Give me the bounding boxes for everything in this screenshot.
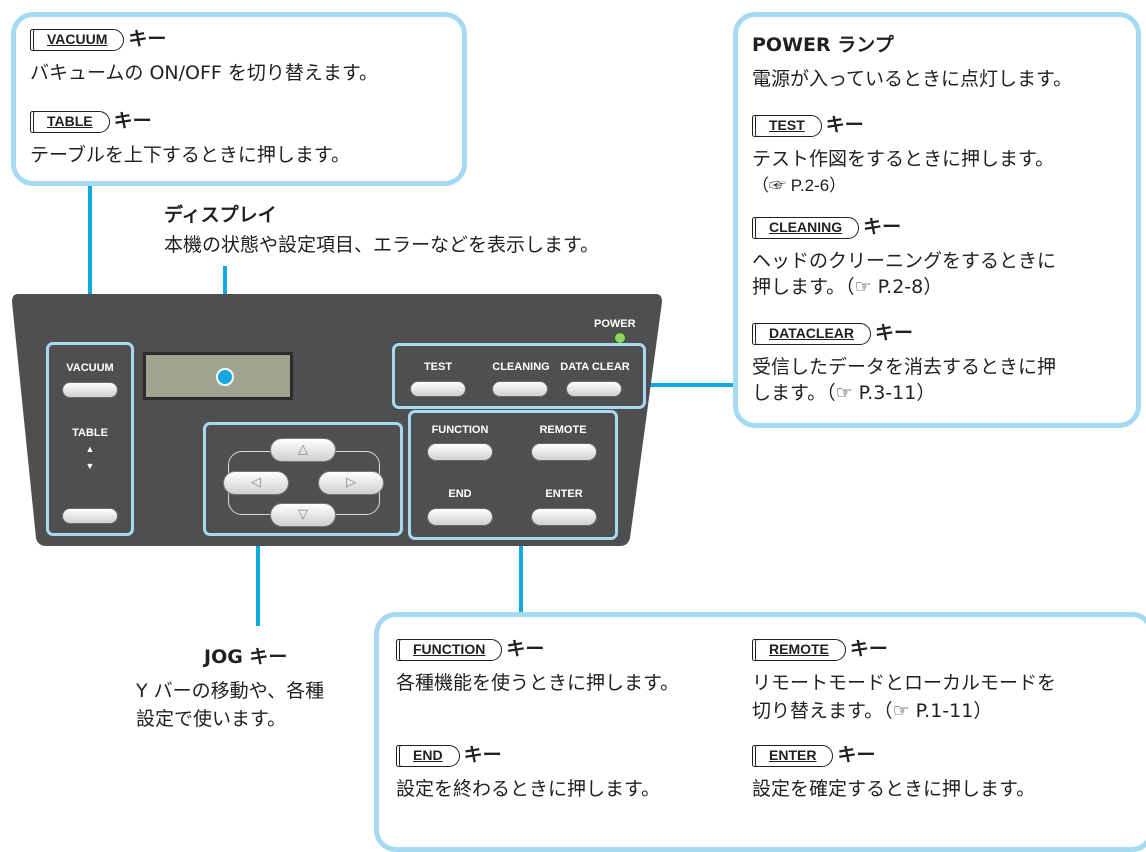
panel-label-test: TEST: [423, 361, 453, 373]
dataclear-key-badge: DATACLEAR: [752, 322, 872, 345]
group-function-keys: [408, 410, 618, 540]
group-jog: [203, 422, 403, 536]
display-title: ディスプレイ: [164, 204, 277, 226]
panel-vacuum-button[interactable]: [62, 382, 118, 398]
display-pointer-dot: [216, 368, 234, 386]
dataclear-key-suffix: キー: [875, 322, 914, 344]
group-test-cleaning-clear: [392, 343, 646, 409]
test-desc: テスト作図をするときに押します。: [752, 148, 1055, 170]
table-desc: テーブルを上下するときに押します。: [30, 144, 350, 166]
jog-down-button[interactable]: ▽: [270, 503, 336, 527]
jog-up-button[interactable]: △: [270, 438, 336, 462]
function-key-title: FUNCTION キー: [396, 636, 544, 663]
dataclear-desc-line1: 受信したデータを消去するときに押: [752, 356, 1057, 378]
jog-right-button[interactable]: ▷: [318, 471, 384, 495]
callout-right-keys: [733, 12, 1141, 428]
panel-data-clear-button[interactable]: [566, 381, 622, 397]
panel-label-data-clear: DATA CLEAR: [560, 361, 630, 373]
function-key-suffix: キー: [506, 638, 545, 660]
enter-key-title: ENTER キー: [752, 742, 875, 769]
panel-label-cleaning: CLEANING: [492, 361, 550, 373]
cleaning-key-badge: CLEANING: [752, 216, 860, 239]
jog-desc-line1: Y バーの移動や、各種: [136, 680, 325, 702]
dataclear-desc-line2: します。（☞ P.3-11）: [752, 382, 936, 404]
table-key-suffix: キー: [113, 110, 152, 132]
panel-function-button[interactable]: [427, 443, 493, 461]
end-key-suffix: キー: [463, 744, 502, 766]
vacuum-desc: バキュームの ON/OFF を切り替えます。: [30, 62, 378, 84]
remote-key-title: REMOTE キー: [752, 636, 888, 663]
display-desc: 本機の状態や設定項目、エラーなどを表示します。: [164, 234, 600, 256]
cleaning-desc-line1: ヘッドのクリーニングをするときに: [752, 250, 1057, 272]
group-vacuum-table: [46, 342, 134, 536]
panel-label-vacuum: VACUUM: [66, 362, 114, 374]
test-key-title: TEST キー: [752, 112, 864, 139]
callout-vacuum-table: [11, 12, 467, 186]
connector-right-keys: [648, 383, 738, 387]
function-desc: 各種機能を使うときに押します。: [396, 672, 680, 694]
panel-remote-button[interactable]: [531, 443, 597, 461]
cleaning-desc-line2: 押します。（☞ P.2-8）: [752, 276, 943, 298]
function-key-badge: FUNCTION: [396, 638, 503, 661]
remote-key-badge: REMOTE: [752, 638, 846, 661]
test-key-suffix: キー: [825, 114, 864, 136]
panel-label-power: POWER: [594, 318, 636, 330]
connector-bottom-keys: [519, 540, 523, 616]
panel-up-arrow-icon: ▲: [85, 444, 95, 454]
jog-title: JOG キー: [204, 646, 288, 668]
end-key-title: END キー: [396, 742, 502, 769]
test-ref: （☞ P.2-6）: [752, 176, 847, 195]
panel-down-arrow-icon: ▼: [85, 461, 95, 471]
dataclear-key-title: DATACLEAR キー: [752, 320, 913, 347]
panel-label-end: END: [448, 488, 472, 500]
jog-left-button[interactable]: ◁: [223, 471, 289, 495]
cleaning-key-suffix: キー: [863, 216, 902, 238]
panel-label-enter: ENTER: [545, 488, 583, 500]
panel-cleaning-button[interactable]: [492, 381, 548, 397]
panel-label-table: TABLE: [72, 427, 108, 439]
connector-jog: [256, 540, 260, 626]
table-key-title: TABLE キー: [30, 108, 152, 135]
remote-key-suffix: キー: [849, 638, 888, 660]
enter-key-badge: ENTER: [752, 744, 834, 767]
enter-desc: 設定を確定するときに押します。: [752, 778, 1036, 800]
end-desc: 設定を終わるときに押します。: [396, 778, 661, 800]
enter-key-suffix: キー: [837, 744, 876, 766]
panel-label-remote: REMOTE: [539, 424, 587, 436]
panel-test-button[interactable]: [410, 381, 466, 397]
vacuum-key-badge: VACUUM: [30, 28, 125, 51]
vacuum-key-suffix: キー: [128, 28, 167, 50]
panel-end-button[interactable]: [427, 508, 493, 526]
connector-vacuum-table: [88, 186, 92, 342]
table-key-badge: TABLE: [30, 110, 110, 133]
cleaning-key-title: CLEANING キー: [752, 214, 901, 241]
vacuum-key-title: VACUUM キー: [30, 26, 166, 53]
panel-label-function: FUNCTION: [431, 424, 489, 436]
panel-table-button[interactable]: [62, 508, 118, 524]
test-key-badge: TEST: [752, 114, 822, 137]
power-title: POWER ランプ: [752, 34, 894, 56]
power-desc: 電源が入っているときに点灯します。: [752, 68, 1073, 90]
end-key-badge: END: [396, 744, 460, 767]
panel-enter-button[interactable]: [531, 508, 597, 526]
jog-desc-line2: 設定で使います。: [136, 708, 287, 730]
remote-desc-line2: 切り替えます。（☞ P.1-11）: [752, 700, 993, 722]
remote-desc-line1: リモートモードとローカルモードを: [752, 672, 1057, 694]
